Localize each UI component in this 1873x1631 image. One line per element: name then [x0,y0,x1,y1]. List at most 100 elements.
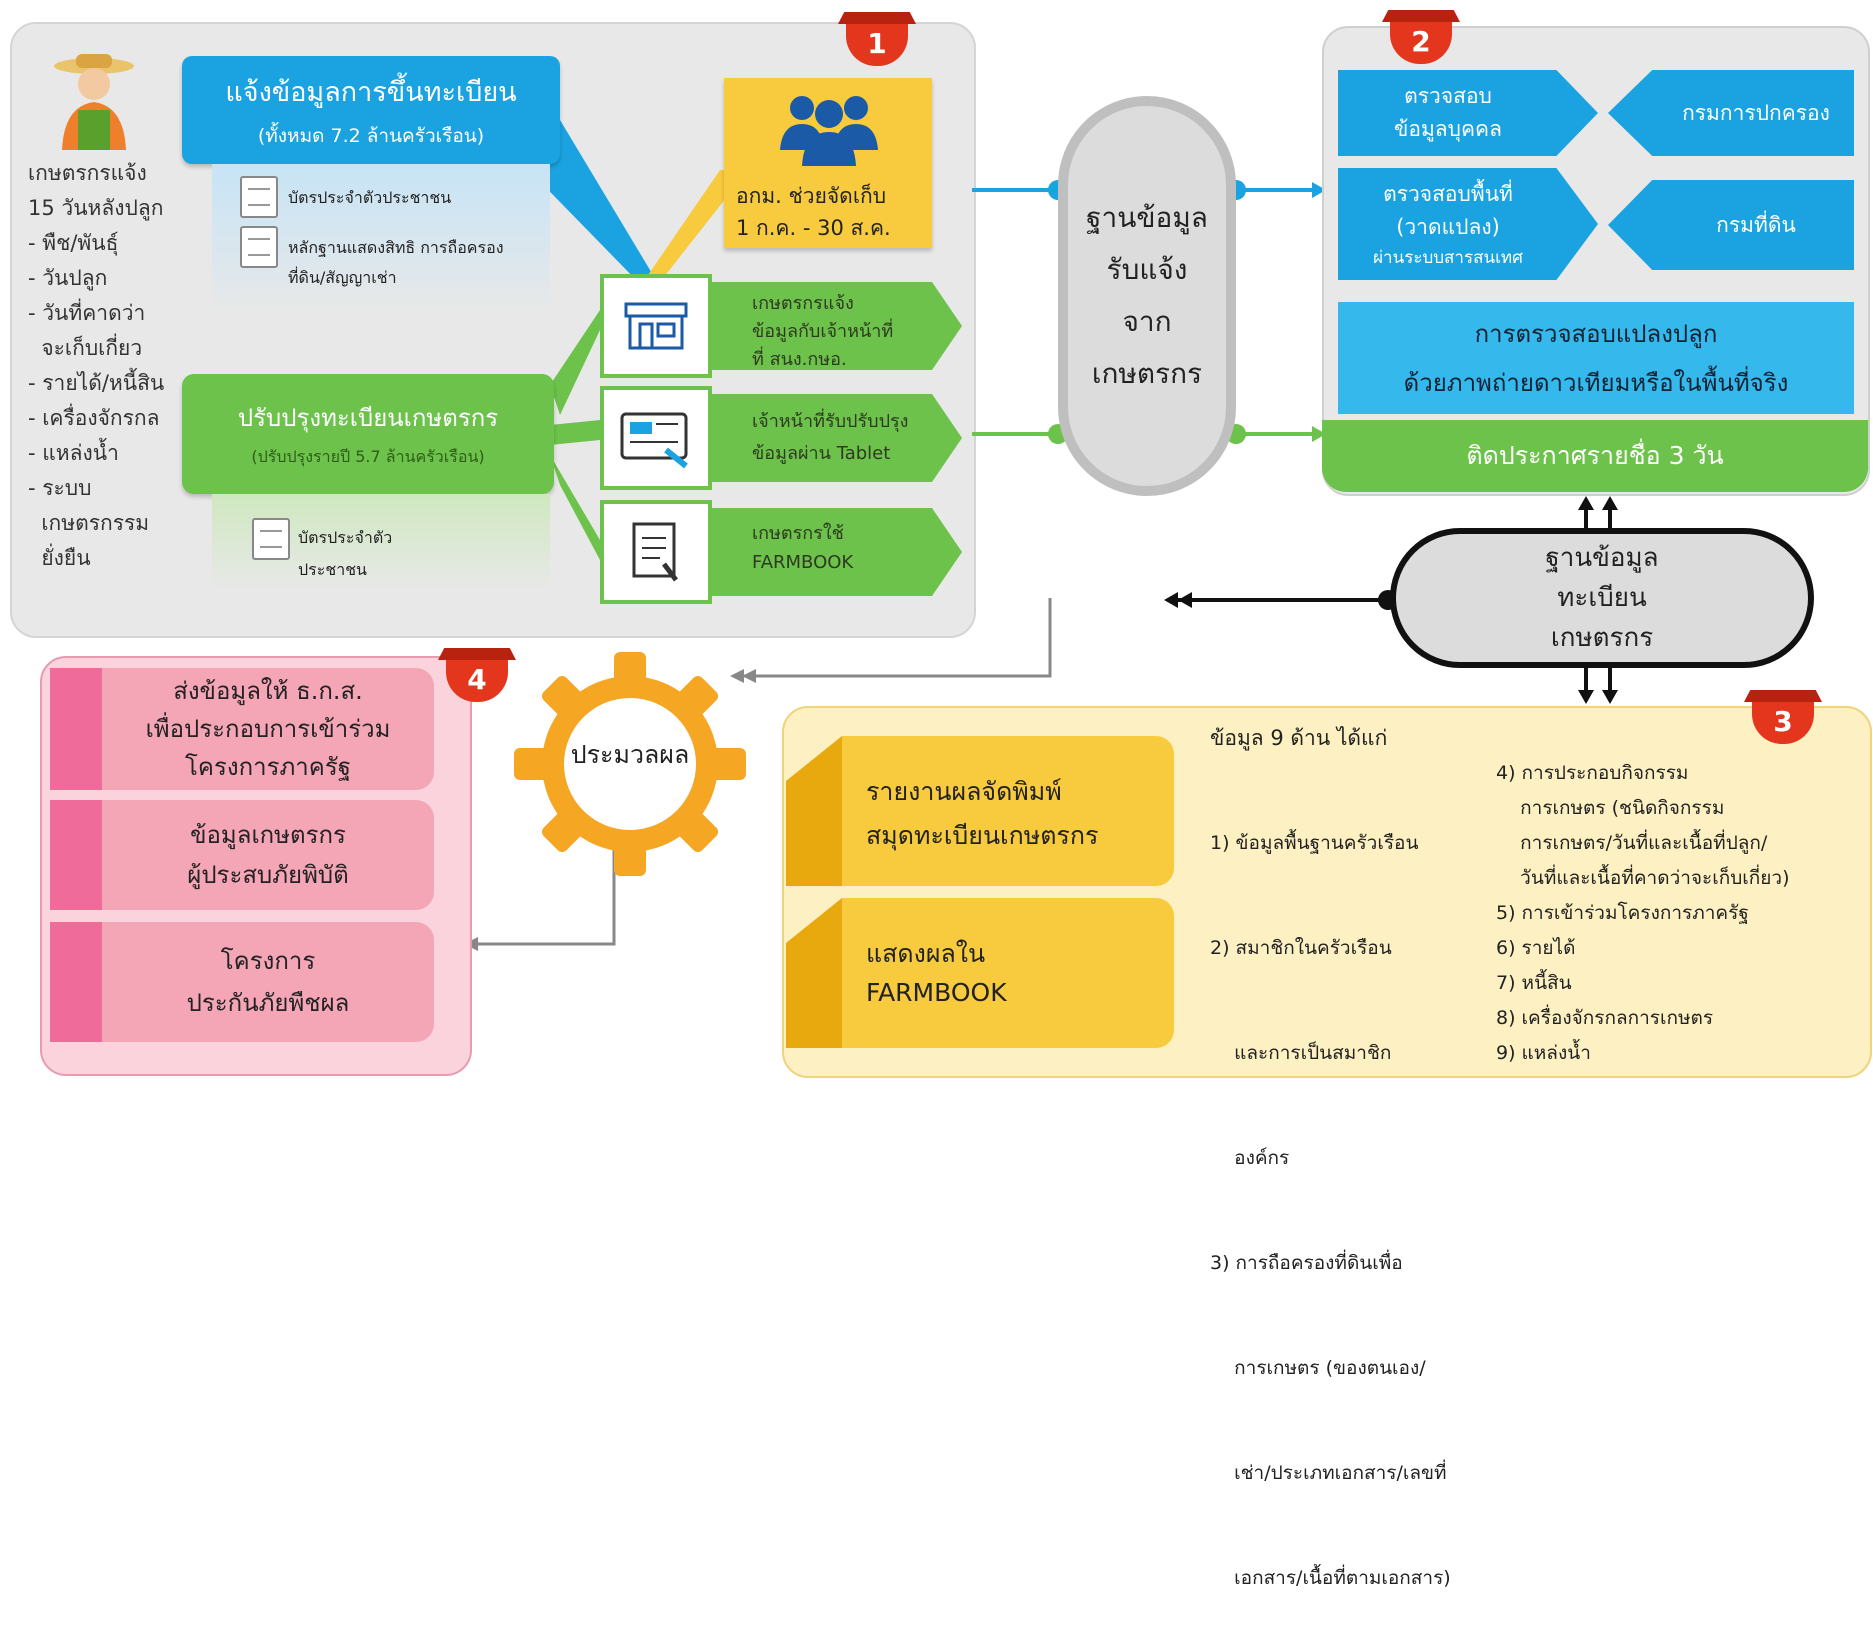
volunteer-line2: 1 ก.ค. - 30 ส.ค. [736,216,891,240]
gear-icon [508,648,752,880]
register-doc2a: หลักฐานแสดงสิทธิ การถือครอง [288,238,504,257]
output-baac: ส่งข้อมูลให้ ธ.ก.ส. เพื่อประกอบการเข้าร่… [50,668,434,790]
farmer-list-line2: 15 วันหลังปลูก [28,196,164,220]
nine-item: เอกสาร/เนื้อที่ตามเอกสาร) [1210,1567,1451,1589]
db-receive-l4: เกษตรกร [1091,357,1203,390]
farmer-list-item: - พืช/พันธุ์ [28,231,119,255]
nine-item: 8) เครื่องจักรกลการเกษตร [1496,1007,1714,1029]
output-disaster: ข้อมูลเกษตรกร ผู้ประสบภัยพิบัติ [50,800,434,910]
output-insurance: โครงการ ประกันภัยพืชผล [50,922,434,1042]
nine-item: 9) แหล่งน้ำ [1496,1042,1591,1064]
verify-area-b: (วาดแปลง) [1396,214,1500,239]
db-receive-l3: จาก [1122,305,1172,338]
nine-item: 3) การถือครองที่ดินเพื่อ [1210,1252,1403,1274]
process-label: ประมวลผล [570,740,690,769]
output-disaster-l2: ผู้ประสบภัยพิบัติ [187,861,349,889]
channel-tablet: เจ้าหน้าที่รับปรับปรุง ข้อมูลผ่าน Tablet [600,386,962,490]
db-receive-l1: ฐานข้อมูล [1086,201,1208,234]
nine-item: 5) การเข้าร่วมโครงการภาครัฐ [1496,902,1749,924]
farmer-info-list: เกษตรกรแจ้ง 15 วันหลังปลูก - พืช/พันธุ์ … [28,156,164,576]
register-title: แจ้งข้อมูลการขึ้นทะเบียน [225,76,517,108]
nine-item: เช่า/ประเภทเอกสาร/เลขที่ [1210,1462,1447,1484]
register-box: แจ้งข้อมูลการขึ้นทะเบียน (ทั้งหมด 7.2 ล้… [182,56,560,164]
verify-plot-b: ด้วยภาพถ่ายดาวเทียมหรือในพื้นที่จริง [1403,369,1789,397]
report-farmbook-a: แสดงผลใน [866,939,986,968]
nine-item: 7) หนี้สิน [1496,972,1572,994]
farmer-list-item: - ระบบ [28,476,92,500]
report-farmbook-b: FARMBOOK [866,978,1007,1007]
db-register: ฐานข้อมูล ทะเบียน เกษตรกร [1390,528,1814,668]
channel-tablet-l2: ข้อมูลผ่าน Tablet [752,443,891,464]
farmer-list-item: - แหล่งน้ำ [28,441,119,465]
step-badge-1: 1 [846,22,908,66]
db-receive-l2: รับแจ้ง [1106,253,1188,286]
db-register-l2: ทะเบียน [1557,583,1647,613]
nine-item: องค์กร [1210,1147,1290,1169]
update-subtitle: (ปรับปรุงรายปี 5.7 ล้านครัวเรือน) [251,447,485,466]
panel1-connectors [480,120,748,560]
shop-icon [600,274,712,378]
report-print: รายงานผลจัดพิมพ์ สมุดทะเบียนเกษตรกร [786,736,1174,886]
channel-tablet-l1: เจ้าหน้าที่รับปรับปรุง [752,411,909,432]
verify-area-c: ผ่านระบบสารสนเทศ [1373,247,1523,268]
db-register-l3: เกษตรกร [1550,623,1654,653]
volunteer-box: อกม. ช่วยจัดเก็บ 1 ก.ค. - 30 ส.ค. [724,78,932,248]
farmer-list-item: เกษตรกรรม [28,511,150,535]
nine-item: การเกษตร (ของตนเอง/ [1210,1357,1426,1379]
nine-item: วันที่และเนื้อที่คาดว่าจะเก็บเกี่ยว) [1496,867,1790,889]
agency-dol-label: กรมที่ดิน [1716,212,1796,237]
tablet-icon [600,386,712,490]
register-subtitle: (ทั้งหมด 7.2 ล้านครัวเรือน) [257,124,485,147]
report-print-a: รายงานผลจัดพิมพ์ [866,777,1062,806]
db-receive: ฐานข้อมูล รับแจ้ง จาก เกษตรกร [1058,96,1236,496]
output-disaster-l1: ข้อมูลเกษตรกร [190,821,346,849]
document-icon [252,518,290,560]
step-badge-3: 3 [1752,700,1814,744]
update-box: ปรับปรุงทะเบียนเกษตรกร (ปรับปรุงรายปี 5.… [182,374,554,494]
document-icon [240,176,278,218]
verify-area-a: ตรวจสอบพื้นที่ [1383,181,1513,206]
output-baac-l3: โครงการภาครัฐ [185,753,351,781]
update-doc1b: ประชาชน [298,560,367,579]
channel-farmbook: เกษตรกรใช้ FARMBOOK [600,500,962,604]
output-baac-l1: ส่งข้อมูลให้ ธ.ก.ส. [173,677,363,705]
register-doc1: บัตรประจำตัวประชาชน [288,188,452,207]
nine-heading: ข้อมูล 9 ด้าน ได้แก่ [1210,726,1388,750]
farmer-list-item: - รายได้/หนี้สิน [28,371,165,395]
verify-plot-a: การตรวจสอบแปลงปลูก [1474,320,1718,348]
farmer-list-item: - เครื่องจักรกล [28,406,160,430]
farmbook-icon [600,500,712,604]
channel-office: เกษตรกรแจ้ง ข้อมูลกับเจ้าหน้าที่ ที่ สนง… [600,274,962,378]
verify-person-b: ข้อมูลบุคคล [1394,117,1502,141]
announce-label: ติดประกาศรายชื่อ 3 วัน [1466,441,1724,470]
nine-item: การเกษตร (ชนิดกิจกรรม [1496,797,1725,819]
farmer-list-item: - วันที่คาดว่า [28,301,146,325]
report-farmbook: แสดงผลใน FARMBOOK [786,898,1174,1048]
db-register-l1: ฐานข้อมูล [1545,543,1659,573]
channel-farmbook-l1: เกษตรกรใช้ [752,523,844,544]
farmer-icon [52,50,136,150]
channel-office-l2: ข้อมูลกับเจ้าหน้าที่ [752,321,894,342]
farmer-list-line1: เกษตรกรแจ้ง [28,161,147,185]
register-doc2b: ที่ดิน/สัญญาเช่า [288,268,397,287]
channel-farmbook-l2: FARMBOOK [752,552,854,573]
verify-person: ตรวจสอบ ข้อมูลบุคคล [1338,70,1598,156]
nine-item: 2) สมาชิกในครัวเรือน [1210,937,1392,959]
output-baac-l2: เพื่อประกอบการเข้าร่วม [145,715,391,743]
verify-plot: การตรวจสอบแปลงปลูก ด้วยภาพถ่ายดาวเทียมหร… [1338,302,1854,414]
document-icon [240,226,278,268]
channel-office-l3: ที่ สนง.กษอ. [752,349,847,370]
update-doc1a: บัตรประจำตัว [298,528,393,547]
update-title: ปรับปรุงทะเบียนเกษตรกร [237,404,499,432]
nine-item: 4) การประกอบกิจกรรม [1496,762,1689,784]
nine-left-list: 1) ข้อมูลพื้นฐานครัวเรือน 2) สมาชิกในครั… [1210,756,1451,1631]
channel-office-l1: เกษตรกรแจ้ง [752,293,854,314]
farmer-list-item: จะเก็บเกี่ยว [28,336,143,360]
nine-item: 6) รายได้ [1496,937,1576,959]
agency-dopa: กรมการปกครอง [1608,70,1854,156]
report-print-b: สมุดทะเบียนเกษตรกร [866,821,1099,850]
agency-dol: กรมที่ดิน [1608,180,1854,270]
step-badge-2: 2 [1390,20,1452,64]
verify-person-a: ตรวจสอบ [1404,84,1492,108]
farmer-list-item: ยั่งยืน [28,546,91,570]
